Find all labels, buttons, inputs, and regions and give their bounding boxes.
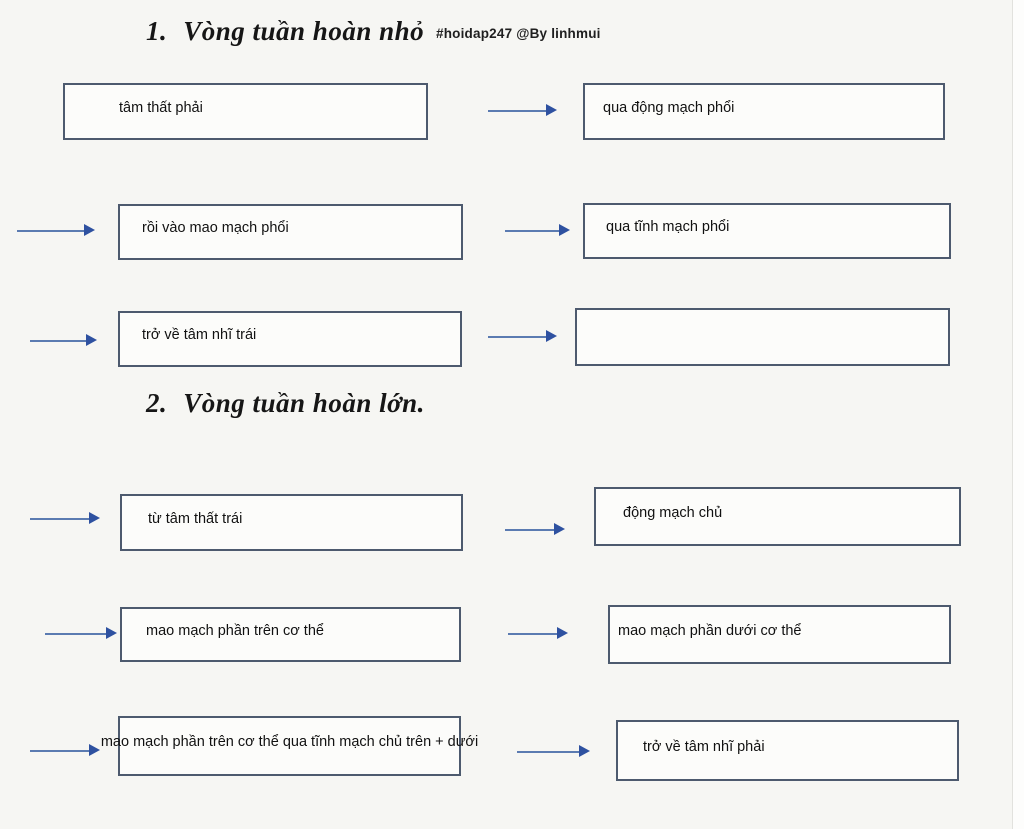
flow-arrow-r1: [488, 104, 557, 117]
answer-box-r6-right-label: trở về tâm nhĩ phải: [643, 738, 765, 755]
answer-box-r1-left: tâm thất phải: [63, 83, 428, 140]
arrow-head-icon: [554, 523, 565, 535]
section-2-title: Vòng tuần hoàn lớn.: [183, 388, 425, 418]
answer-box-r5-left-label: mao mạch phần trên cơ thể: [146, 622, 324, 639]
arrow-head-icon: [559, 224, 570, 236]
flow-arrow-r3-mid: [488, 330, 557, 343]
arrow-shaft: [517, 750, 581, 753]
answer-box-r3-right-empty: [575, 308, 950, 366]
arrow-head-icon: [106, 627, 117, 639]
answer-box-r6-left: mao mạch phần trên cơ thể qua tĩnh mạch …: [101, 716, 478, 776]
section-1-title: Vòng tuần hoàn nhỏ: [183, 16, 425, 46]
arrow-shaft: [505, 528, 556, 531]
watermark-text: #hoidap247 @By linhmui: [436, 26, 601, 41]
answer-box-r5-right: mao mạch phần dưới cơ thể: [608, 605, 951, 664]
flow-arrow-r5-mid: [508, 627, 568, 640]
section-1-heading: 1. Vòng tuần hoàn nhỏ: [146, 16, 424, 47]
answer-box-r4-left-label: từ tâm thất trái: [148, 510, 243, 527]
arrow-shaft: [17, 229, 86, 232]
flow-arrow-r4-left: [30, 512, 100, 525]
arrow-head-icon: [89, 744, 100, 756]
flow-arrow-r4-mid: [505, 523, 565, 536]
arrow-shaft: [30, 517, 91, 520]
arrow-shaft: [505, 229, 561, 232]
arrow-shaft: [488, 335, 548, 338]
arrow-head-icon: [579, 745, 590, 757]
answer-box-r6-right: trở về tâm nhĩ phải: [616, 720, 959, 781]
answer-box-r6-left-label: mao mạch phần trên cơ thể qua tĩnh mạch …: [100, 734, 479, 750]
answer-box-r2-right: qua tĩnh mạch phổi: [583, 203, 951, 259]
section-2-number: 2.: [146, 388, 168, 418]
answer-box-r4-right-label: động mạch chủ: [623, 504, 723, 521]
flow-arrow-r6-left: [30, 744, 100, 757]
answer-box-r4-right: động mạch chủ: [594, 487, 961, 546]
flow-arrow-r3-left: [30, 334, 97, 347]
answer-box-r3-left-label: trở về tâm nhĩ trái: [142, 327, 257, 343]
answer-box-r2-left-label: rồi vào mao mạch phổi: [142, 220, 289, 236]
section-2-heading: 2. Vòng tuần hoàn lớn.: [146, 388, 425, 419]
flow-arrow-r2-mid: [505, 224, 570, 237]
arrow-head-icon: [557, 627, 568, 639]
arrow-shaft: [508, 632, 559, 635]
arrow-shaft: [488, 109, 548, 112]
arrow-shaft: [30, 339, 88, 342]
arrow-shaft: [30, 749, 91, 752]
arrow-head-icon: [546, 104, 557, 116]
section-1-number: 1.: [146, 16, 168, 46]
arrow-head-icon: [546, 330, 557, 342]
arrow-head-icon: [86, 334, 97, 346]
arrow-head-icon: [89, 512, 100, 524]
answer-box-r2-left: rồi vào mao mạch phổi: [118, 204, 463, 260]
answer-box-r1-right-label: qua động mạch phổi: [603, 99, 735, 116]
answer-box-r4-left: từ tâm thất trái: [120, 494, 463, 551]
answer-box-r3-left: trở về tâm nhĩ trái: [118, 311, 462, 367]
flow-arrow-r2-left: [17, 224, 95, 237]
answer-box-r2-right-label: qua tĩnh mạch phổi: [606, 219, 730, 235]
flow-arrow-r5-left: [45, 627, 117, 640]
answer-box-r1-right: qua động mạch phổi: [583, 83, 945, 140]
arrow-head-icon: [84, 224, 95, 236]
answer-box-r5-left: mao mạch phần trên cơ thể: [120, 607, 461, 662]
answer-box-r1-left-label: tâm thất phải: [119, 99, 203, 116]
answer-box-r5-right-label: mao mạch phần dưới cơ thể: [618, 622, 802, 639]
arrow-shaft: [45, 632, 108, 635]
flow-arrow-r6-mid: [517, 745, 590, 758]
scan-page-edge: [1012, 0, 1024, 829]
